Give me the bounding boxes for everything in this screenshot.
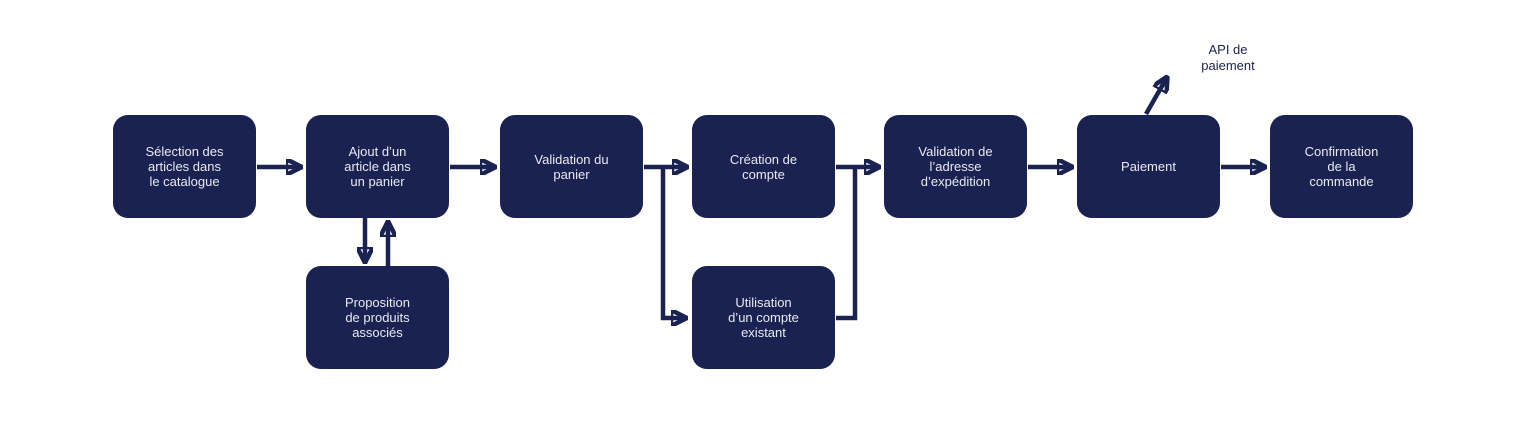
node-ajout-article: Ajout d’un article dans un panier [306, 115, 449, 218]
node-proposition-produits: Proposition de produits associés [306, 266, 449, 369]
arrow-paiement-to-api [1144, 79, 1166, 116]
node-label: Création de compte [729, 151, 798, 182]
node-validation-panier: Validation du panier [500, 115, 643, 218]
node-label: Ajout d’un article dans un panier [344, 144, 411, 189]
arrow-validation-panier-to-utilisation [660, 169, 684, 318]
node-creation-compte: Création de compte [692, 115, 835, 218]
node-paiement: Paiement [1077, 115, 1220, 218]
line-utilisation-to-validation-adresse [836, 167, 858, 321]
node-label: Validation de l’adresse d’expédition [918, 144, 993, 189]
node-label: Paiement [1121, 159, 1176, 174]
node-confirmation-commande: Confirmation de la commande [1270, 115, 1413, 218]
node-selection-articles: Sélection des articles dans le catalogue [113, 115, 256, 218]
node-label: Proposition de produits associés [344, 295, 411, 340]
node-label: Confirmation de la commande [1304, 144, 1379, 189]
node-label: Utilisation d’un compte existant [728, 295, 799, 340]
api-paiement-label: API de paiement [1201, 42, 1255, 73]
node-validation-adresse: Validation de l’adresse d’expédition [884, 115, 1027, 218]
node-label: Sélection des articles dans le catalogue [145, 144, 224, 189]
node-utilisation-compte: Utilisation d’un compte existant [692, 266, 835, 369]
node-label: Validation du panier [534, 151, 609, 182]
